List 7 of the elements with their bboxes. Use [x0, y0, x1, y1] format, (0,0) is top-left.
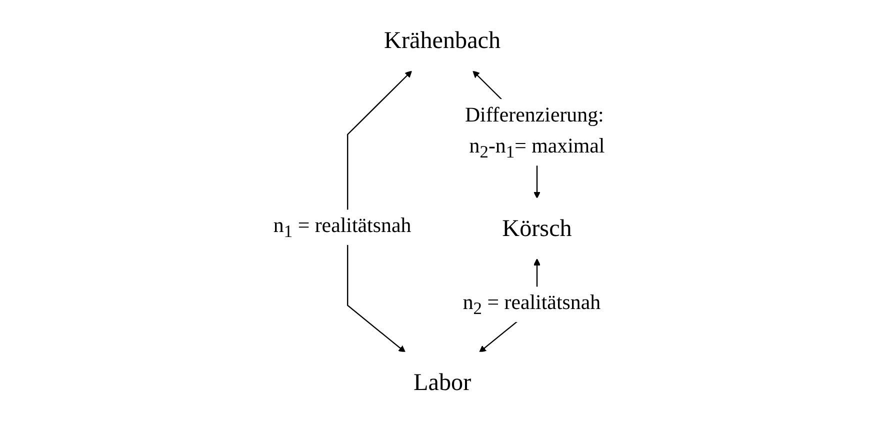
node-text: Labor — [413, 369, 471, 396]
edge-label: Differenzierung: n$_{2}$-n$_{1}$= maximal — [464, 102, 604, 162]
node-text: Körsch — [502, 215, 572, 242]
arrow — [346, 70, 412, 353]
node-text: Krähenbach — [384, 27, 500, 54]
edge-label: n$_{1}$ = realitätsnah — [273, 214, 411, 242]
edge-label: n$_{2}$ = realitätsnah — [462, 290, 600, 318]
